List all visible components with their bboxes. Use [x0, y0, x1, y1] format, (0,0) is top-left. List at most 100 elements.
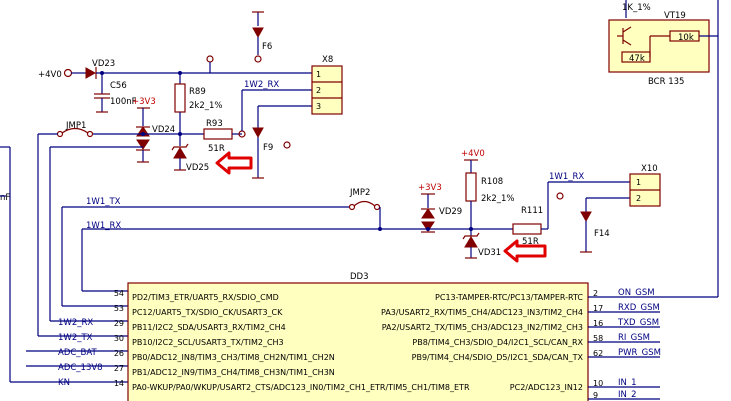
net-label: 1W2_RX — [58, 318, 93, 328]
svg-text:2k2_1%: 2k2_1% — [481, 194, 514, 204]
pin-label: PC12/UART5_TX/SDIO_CK/USART3_CK — [132, 308, 283, 317]
diode-vd29: VD29 — [421, 207, 462, 233]
arrester-f9: F9 — [252, 127, 273, 153]
resistor-r108: R108 2k2_1% — [465, 172, 514, 204]
pin-number: 10 — [593, 379, 603, 388]
pin-label: PB8/TIM4_CH3/SDIO_D4/I2C1_SCL/CAN_RX — [412, 338, 583, 347]
pin-label: PC2/ADC123_IN12 — [510, 383, 583, 392]
pin-number: 58 — [593, 334, 603, 343]
svg-text:10k: 10k — [678, 33, 694, 43]
ic-dd3: DD3 — [127, 272, 589, 401]
pin-label: PB11/I2C2_SDA/USART3_RX/TIM2_CH4 — [132, 323, 286, 332]
net-label: KN — [58, 378, 70, 388]
svg-text:51R: 51R — [522, 237, 539, 247]
svg-text:+4V0: +4V0 — [461, 149, 485, 159]
svg-text:51R: 51R — [208, 144, 225, 154]
arrester-f6: F6 — [252, 27, 272, 52]
svg-text:3: 3 — [316, 102, 321, 111]
svg-text:F9: F9 — [263, 143, 273, 153]
pin-number: 2 — [593, 289, 598, 298]
svg-text:nF: nF — [0, 193, 10, 203]
capacitor-c56: C56 100nF — [94, 73, 137, 113]
power-3v3-2: +3V3 — [418, 183, 442, 195]
diode-vd31: VD31 — [462, 232, 501, 258]
pin-number: 17 — [593, 304, 603, 313]
svg-text:X10: X10 — [641, 164, 658, 174]
svg-text:F6: F6 — [262, 42, 272, 52]
diode-vd23: VD23 — [85, 59, 115, 79]
svg-text:47k: 47k — [629, 54, 645, 64]
pin-number: 9 — [593, 391, 598, 400]
net-label: ON_GSM — [618, 288, 655, 298]
svg-text:VT19: VT19 — [664, 11, 686, 21]
pin-number: 53 — [114, 304, 124, 313]
svg-text:JMP2: JMP2 — [349, 188, 370, 198]
diode-vd24: VD24 — [136, 125, 175, 151]
arrester-f14: F14 — [580, 211, 610, 239]
svg-text:DD3: DD3 — [350, 272, 369, 282]
highlight-arrow-vd31 — [503, 239, 547, 263]
resistor-r89: R89 2k2_1% — [174, 73, 222, 134]
svg-text:X8: X8 — [322, 55, 333, 65]
svg-text:VD29: VD29 — [439, 207, 462, 217]
pin-label: PB9/TIM4_CH4/SDIO_D5/I2C1_SDA/CAN_TX — [412, 353, 584, 362]
svg-text:VD24: VD24 — [152, 125, 175, 135]
pin-label: PB10/I2C2_SCL/USART3_TX/TIM2_CH3 — [132, 338, 284, 347]
svg-text:R93: R93 — [206, 119, 223, 129]
pin-label: PC13-TAMPER-RTC/PC13/TAMPER-RTC — [435, 293, 583, 302]
net-1w1-rx: 1W1_RX — [86, 221, 121, 231]
pin-number: 62 — [593, 349, 603, 358]
svg-text:1K_1%: 1K_1% — [622, 3, 651, 13]
svg-text:BCR 135: BCR 135 — [648, 77, 684, 87]
net-label: IN_1 — [618, 378, 637, 388]
power-3v3-1: +3V3 — [132, 97, 156, 109]
pin-label: PD2/TIM3_ETR/UART5_RX/SDIO_CMD — [132, 293, 279, 302]
net-label: ADC_BAT — [58, 348, 98, 358]
net-label: TXD_GSM — [617, 318, 659, 328]
pin-number: 14 — [114, 379, 124, 388]
highlight-arrow-vd25 — [215, 151, 253, 175]
svg-text:1W1_RX: 1W1_RX — [86, 221, 121, 231]
ic-left-pins: 54 PD2/TIM3_ETR/UART5_RX/SDIO_CMD 53 PC12/U… — [58, 289, 470, 392]
jumper-jmp1: JMP1 — [56, 121, 94, 138]
pin-label: PA0-WKUP/PA0/WKUP/USART2_CTS/ADC123_IN0/… — [132, 383, 470, 392]
net-label: ADC_13V8 — [58, 363, 103, 373]
resistor-r111: R111 51R — [471, 206, 548, 247]
svg-text:F14: F14 — [594, 229, 610, 239]
svg-text:VD23: VD23 — [92, 59, 115, 69]
svg-text:1W1_TX: 1W1_TX — [86, 197, 121, 207]
transistor-vt19: VT19 1K_1% 10k 47k BCR 135 — [608, 0, 719, 290]
pin-number: 29 — [114, 319, 124, 328]
net-label: PWR_GSM — [618, 348, 661, 358]
svg-text:2k2_1%: 2k2_1% — [189, 101, 222, 111]
net-label: IN_2 — [618, 390, 637, 400]
svg-text:100nF: 100nF — [110, 97, 137, 107]
resistor-r93: R93 51R — [180, 119, 242, 154]
pin-label: PA2/USART2_TX/TIM5_CH3/ADC123_IN2/TIM2_C… — [382, 323, 583, 332]
svg-text:+4V0: +4V0 — [38, 70, 62, 80]
power-4v0-mid: +4V0 — [461, 149, 485, 161]
ic-right-pins: 2 PC13-TAMPER-RTC/PC13/TAMPER-RTC ON_GSM 17… — [381, 288, 661, 400]
pin-number: 54 — [114, 289, 124, 298]
svg-text:R89: R89 — [189, 87, 206, 97]
connector-x10: X10 1 2 — [629, 164, 661, 207]
svg-text:2: 2 — [316, 86, 321, 95]
net-label: RI_GSM — [618, 333, 650, 343]
pin-number: 30 — [114, 334, 124, 343]
svg-text:JMP1: JMP1 — [65, 121, 86, 131]
svg-text:VD31: VD31 — [478, 248, 501, 258]
net-label: 1W2_TX — [58, 333, 93, 343]
svg-text:1: 1 — [636, 178, 641, 187]
svg-text:1: 1 — [316, 70, 321, 79]
pin-label: PA3/USART2_RX/TIM5_CH4/ADC123_IN3/TIM2_C… — [381, 308, 583, 317]
connector-x8: X8 1 2 3 — [311, 55, 343, 115]
power-4v0-left: +4V0 — [38, 68, 73, 80]
net-label: RXD_GSM — [618, 303, 660, 313]
diode-vd25: VD25 — [171, 143, 209, 173]
svg-text:R111: R111 — [521, 206, 543, 216]
net-1w1-tx: 1W1_TX — [86, 197, 121, 207]
pin-number: 16 — [593, 319, 603, 328]
svg-text:1W2_RX: 1W2_RX — [244, 80, 279, 90]
